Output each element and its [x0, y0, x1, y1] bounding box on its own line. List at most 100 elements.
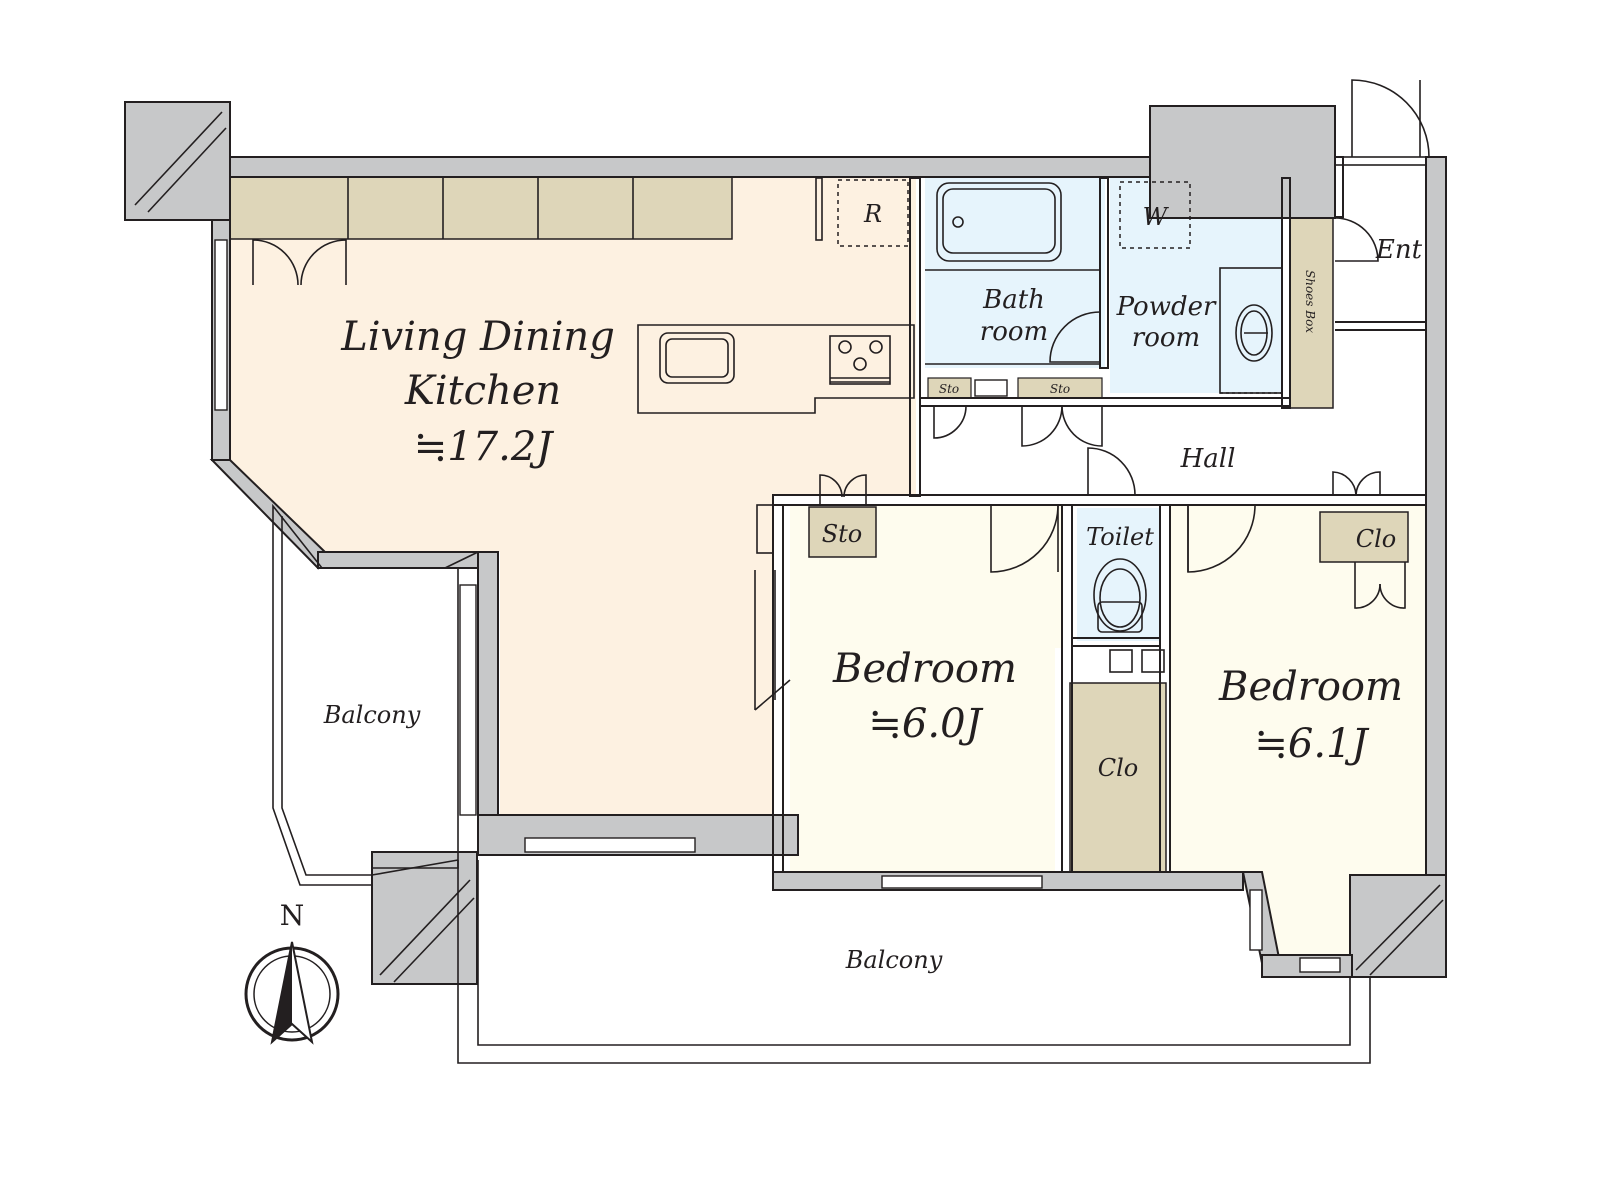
closet-door	[1379, 562, 1406, 609]
wall-tower-ne	[1149, 105, 1336, 219]
bath-floor	[925, 178, 1105, 368]
burner-icon	[838, 340, 852, 354]
balcony-west-label: Balcony	[323, 701, 421, 729]
bathtub-inner	[942, 188, 1056, 254]
wall-hall-bedrooms	[772, 494, 1427, 506]
closet-bedroom2-label: Clo	[1356, 525, 1397, 553]
toilet-icon	[1093, 558, 1147, 632]
balcony-west: Balcony	[272, 503, 459, 886]
wall-entrance-west	[1334, 156, 1344, 218]
balcony-west-outline	[272, 503, 459, 886]
balcony-south: Balcony	[457, 860, 1371, 1064]
wall-wet-south	[919, 397, 1291, 407]
burner-icon	[853, 357, 867, 371]
toilet-label: Toilet	[1086, 523, 1154, 551]
bedroom2-floor	[1170, 506, 1426, 963]
storage-small-1-label: Sto	[939, 382, 959, 396]
closet-center-box	[1069, 682, 1167, 874]
toilet: Toilet	[1086, 523, 1165, 673]
wall-north	[229, 156, 1151, 178]
bedroom1-floor	[790, 506, 1062, 872]
entrance: Ent Shoes Box	[1303, 79, 1430, 333]
washer-label: W	[1143, 203, 1170, 231]
storage-large: Sto	[754, 474, 867, 711]
closet-door	[1332, 471, 1357, 496]
wall-column-sw	[371, 851, 478, 985]
stove-icon	[829, 335, 891, 385]
window	[1299, 957, 1341, 973]
storage-door	[843, 474, 867, 506]
window	[1249, 889, 1263, 951]
bathtub-icon	[936, 182, 1062, 262]
cabinet-door	[300, 239, 347, 286]
floor-fills	[228, 178, 1426, 963]
burner-icon	[869, 340, 883, 354]
compass: N	[244, 899, 340, 1045]
wall-ldk-balcony	[477, 551, 499, 853]
toilet-door	[1087, 447, 1136, 496]
cabinet-door	[252, 239, 299, 286]
balcony-south-label: Balcony	[845, 946, 943, 974]
shoes-box	[1289, 217, 1334, 409]
ldk-name-line2: Kitchen	[404, 368, 561, 414]
kitchen-cabinets	[229, 176, 733, 240]
storage-large-label: Sto	[822, 520, 863, 548]
refrigerator-space	[837, 179, 909, 247]
bedroom2-size: ≒6.1J	[1254, 721, 1369, 767]
storage-door	[1061, 405, 1103, 447]
closet-bedroom2-box	[1319, 511, 1409, 563]
refrigerator-label: R	[863, 200, 882, 228]
wall-east	[1425, 156, 1447, 878]
ldk-labels: Living Dining Kitchen ≒17.2J	[340, 314, 615, 470]
hall-label: Hall	[1180, 444, 1236, 474]
entrance-door	[1351, 79, 1430, 158]
sink-icon	[659, 332, 735, 384]
ldk-floor	[228, 178, 916, 818]
balcony-south-outline	[457, 860, 1371, 1064]
powder-room: W Powder room	[1116, 181, 1283, 394]
storage-large-box	[808, 506, 877, 558]
closet-center: Clo	[1061, 660, 1139, 860]
bedroom1-door	[990, 504, 1059, 573]
kitchen-counter	[637, 324, 915, 414]
west-windows	[214, 239, 696, 853]
bedroom1-size: ≒6.0J	[868, 701, 983, 747]
wall-toilet-east	[1159, 504, 1171, 873]
wall-bath-powder	[1099, 177, 1109, 369]
storage-fills	[229, 176, 1409, 874]
wall-ldk-south-west	[317, 551, 479, 569]
wall-bedroom1-west	[772, 504, 784, 873]
storage-door	[819, 474, 843, 506]
ldk-size: ≒17.2J	[414, 424, 555, 470]
bedroom2: Bedroom ≒6.1J Clo	[1187, 471, 1406, 973]
closet-center-label: Clo	[1098, 754, 1139, 782]
powder-label-line1: Powder	[1116, 292, 1217, 322]
sink-basin	[665, 338, 729, 378]
bath-door	[1049, 311, 1101, 363]
storage-door	[933, 405, 967, 439]
closet-door	[1355, 471, 1381, 496]
kitchen: R	[252, 177, 915, 414]
window	[881, 875, 1043, 889]
hall-floor	[916, 405, 1426, 505]
bath: Bath room	[925, 182, 1101, 397]
entrance-label: Ent	[1375, 235, 1423, 265]
window	[214, 239, 228, 411]
bath-label-line2: room	[980, 317, 1048, 347]
storage-door	[1021, 405, 1063, 447]
hall-doors: Hall Sto Sto	[933, 382, 1236, 496]
bedroom2-name: Bedroom	[1218, 664, 1403, 710]
bedroom1-name: Bedroom	[832, 646, 1017, 692]
washbasin-icon	[1235, 304, 1273, 362]
compass-north-label: N	[280, 899, 305, 932]
wall-toilet-south	[1071, 637, 1161, 647]
bath-label-line1: Bath	[982, 285, 1045, 315]
ldk-name-line1: Living Dining	[340, 314, 615, 360]
storage-small-2-label: Sto	[1050, 382, 1070, 396]
closet-door	[1354, 562, 1381, 609]
shoes-box-door	[1334, 217, 1379, 262]
toilet-floor	[1077, 508, 1160, 641]
wall-tower-se	[1349, 874, 1447, 978]
shoes-box-label: Shoes Box	[1303, 270, 1317, 333]
